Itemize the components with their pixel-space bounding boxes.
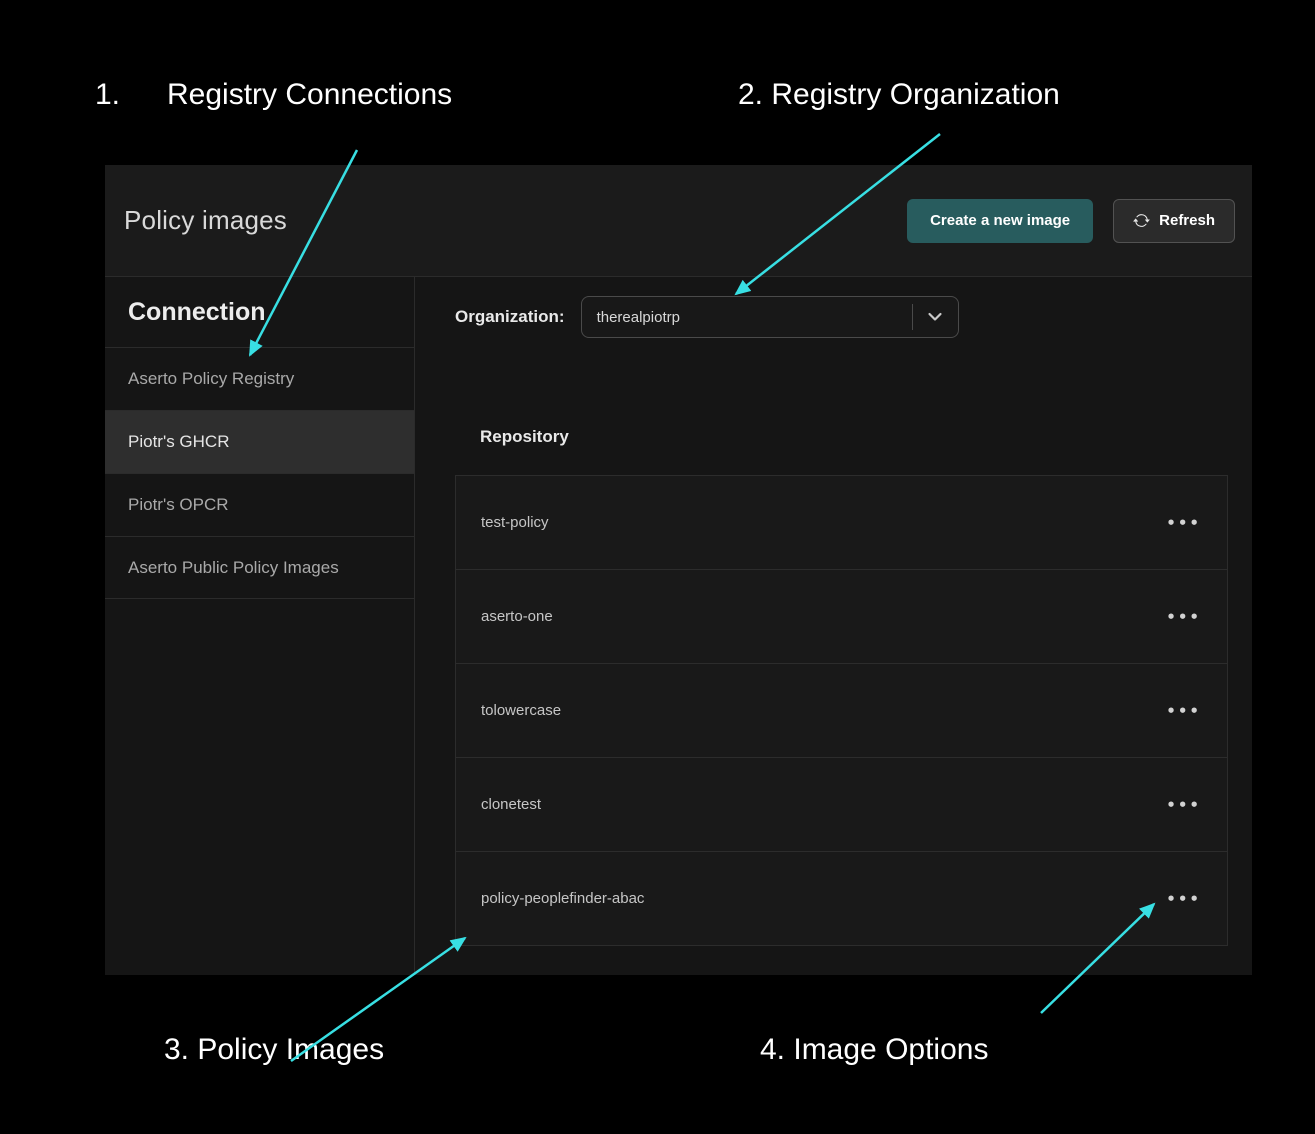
ellipsis-icon: ••• xyxy=(1166,607,1201,626)
create-new-image-button[interactable]: Create a new image xyxy=(907,198,1094,243)
ellipsis-icon: ••• xyxy=(1166,795,1201,814)
organization-selected-value: therealpiotrp xyxy=(596,308,680,326)
image-options-button[interactable]: ••• xyxy=(1154,790,1213,820)
annotation-4-label: 4. Image Options xyxy=(760,1033,989,1066)
repository-row-aserto-one[interactable]: aserto-one ••• xyxy=(455,569,1228,664)
main-panel: Organization: therealpiotrp Repository xyxy=(415,277,1252,974)
repository-row-clonetest[interactable]: clonetest ••• xyxy=(455,757,1228,852)
image-options-button[interactable]: ••• xyxy=(1154,508,1213,538)
repository-row-test-policy[interactable]: test-policy ••• xyxy=(455,475,1228,570)
annotation-1-label: Registry Connections xyxy=(167,78,453,111)
repository-name: clonetest xyxy=(481,796,542,813)
page-title: Policy images xyxy=(124,205,287,235)
organization-row: Organization: therealpiotrp xyxy=(455,296,1228,338)
repository-name: tolowercase xyxy=(481,702,562,719)
sidebar-heading: Connection xyxy=(128,297,266,326)
repository-row-policy-peoplefinder-abac[interactable]: policy-peoplefinder-abac ••• xyxy=(455,851,1228,946)
header-buttons: Create a new image Refresh xyxy=(907,198,1235,243)
sidebar-item-piotrs-opcr[interactable]: Piotr's OPCR xyxy=(105,473,414,536)
image-options-button[interactable]: ••• xyxy=(1154,602,1213,632)
sidebar-item-piotrs-ghcr[interactable]: Piotr's GHCR xyxy=(105,410,414,473)
sidebar-item-aserto-public-policy-images[interactable]: Aserto Public Policy Images xyxy=(105,536,414,599)
ellipsis-icon: ••• xyxy=(1166,513,1201,532)
chevron-down-icon xyxy=(913,312,958,322)
ellipsis-icon: ••• xyxy=(1166,701,1201,720)
dropdown-divider xyxy=(911,304,913,330)
repository-row-tolowercase[interactable]: tolowercase ••• xyxy=(455,663,1228,758)
connection-sidebar: Connection Aserto Policy Registry Piotr'… xyxy=(105,277,415,974)
organization-dropdown[interactable]: therealpiotrp xyxy=(580,296,959,338)
refresh-icon xyxy=(1133,212,1150,229)
annotation-2-label: 2. Registry Organization xyxy=(738,78,1060,111)
repository-name: aserto-one xyxy=(481,608,553,625)
annotation-3-label: 3. Policy Images xyxy=(164,1033,385,1066)
window-body: Connection Aserto Policy Registry Piotr'… xyxy=(105,277,1252,974)
refresh-button-label: Refresh xyxy=(1159,212,1215,229)
ellipsis-icon: ••• xyxy=(1166,889,1201,908)
image-options-button[interactable]: ••• xyxy=(1154,884,1213,914)
sidebar-item-aserto-policy-registry[interactable]: Aserto Policy Registry xyxy=(105,347,414,410)
refresh-button[interactable]: Refresh xyxy=(1113,198,1235,243)
policy-images-window: Policy images Create a new image Refresh xyxy=(105,165,1252,975)
window-header: Policy images Create a new image Refresh xyxy=(105,165,1252,277)
repository-list: test-policy ••• aserto-one ••• tolowerca… xyxy=(455,475,1228,946)
annotation-1-number: 1. xyxy=(95,78,121,111)
repository-heading: Repository xyxy=(480,427,569,446)
image-options-button[interactable]: ••• xyxy=(1154,696,1213,726)
repository-name: policy-peoplefinder-abac xyxy=(481,890,645,907)
repository-name: test-policy xyxy=(481,514,549,531)
organization-label: Organization: xyxy=(455,307,565,326)
